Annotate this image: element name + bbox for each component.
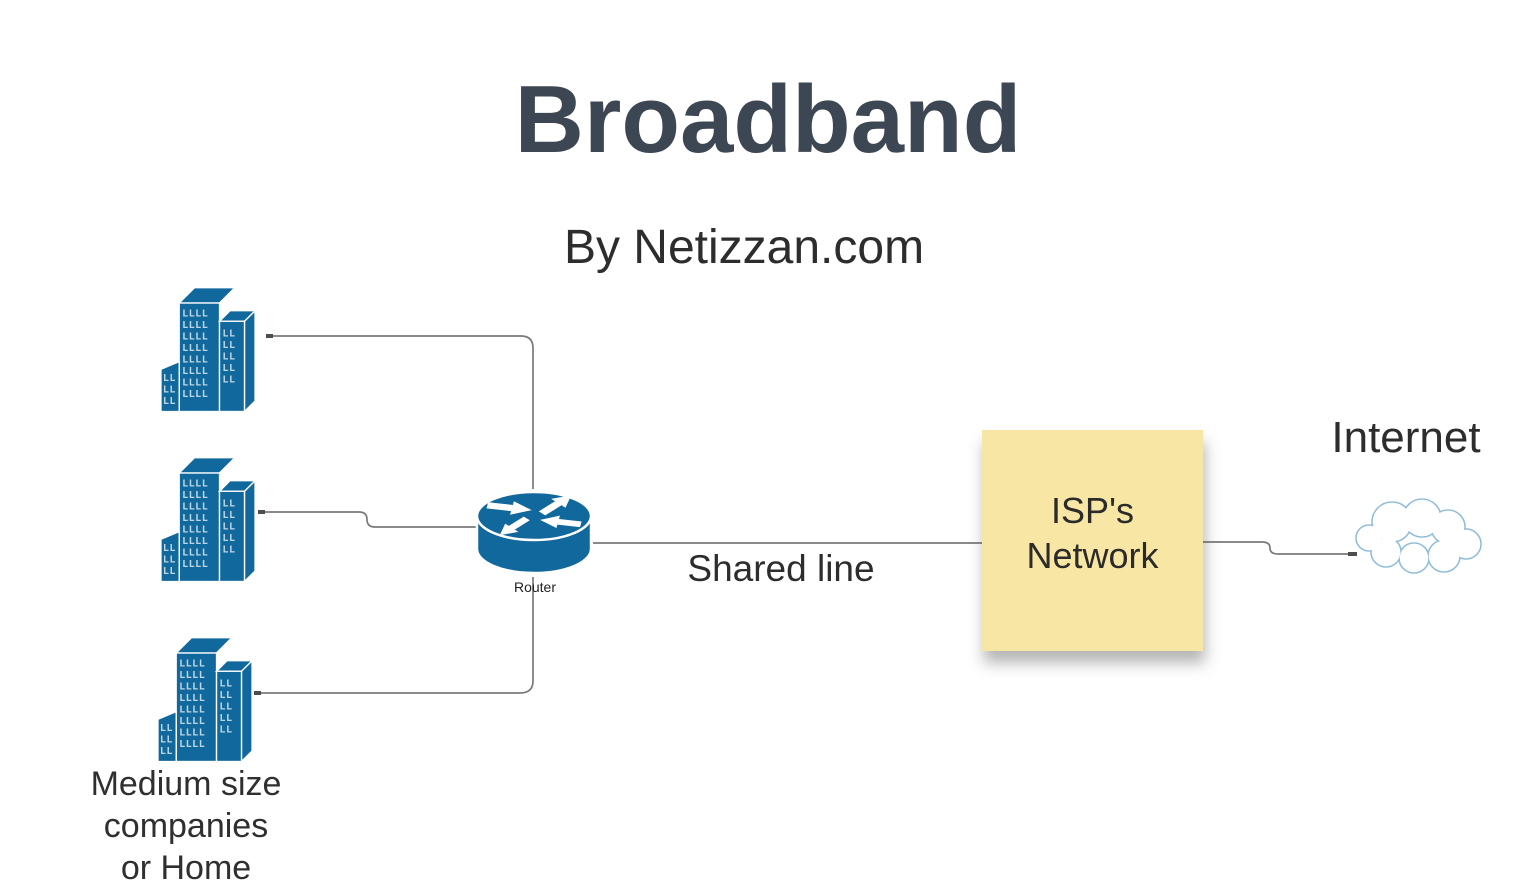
cloud-icon	[1355, 498, 1482, 574]
page-subtitle: By Netizzan.com	[563, 221, 925, 274]
isp-network-note: ISP's Network	[982, 430, 1203, 651]
internet-label: Internet	[1331, 413, 1481, 462]
office-buildings-icon	[157, 636, 253, 763]
connector-isp-cloud	[1203, 541, 1356, 555]
isp-note-line: Network	[1026, 535, 1159, 576]
buildings-caption-line: or Home	[120, 849, 252, 887]
connector-building3-router	[258, 577, 534, 694]
shared-line-label: Shared line	[687, 548, 875, 589]
isp-note-line: ISP's	[1051, 490, 1134, 531]
router-icon	[475, 490, 593, 575]
page-title: Broadband	[514, 66, 1022, 173]
buildings-caption-line: companies	[103, 807, 269, 845]
connector-building2-router	[262, 511, 476, 528]
buildings-caption-line: Medium size	[90, 765, 282, 803]
router-label: Router	[513, 579, 557, 595]
office-buildings-icon	[160, 286, 256, 413]
connector-building1-router	[270, 335, 534, 489]
office-buildings-icon	[160, 456, 256, 583]
buildings-caption: Medium size companies or Home	[91, 763, 282, 887]
